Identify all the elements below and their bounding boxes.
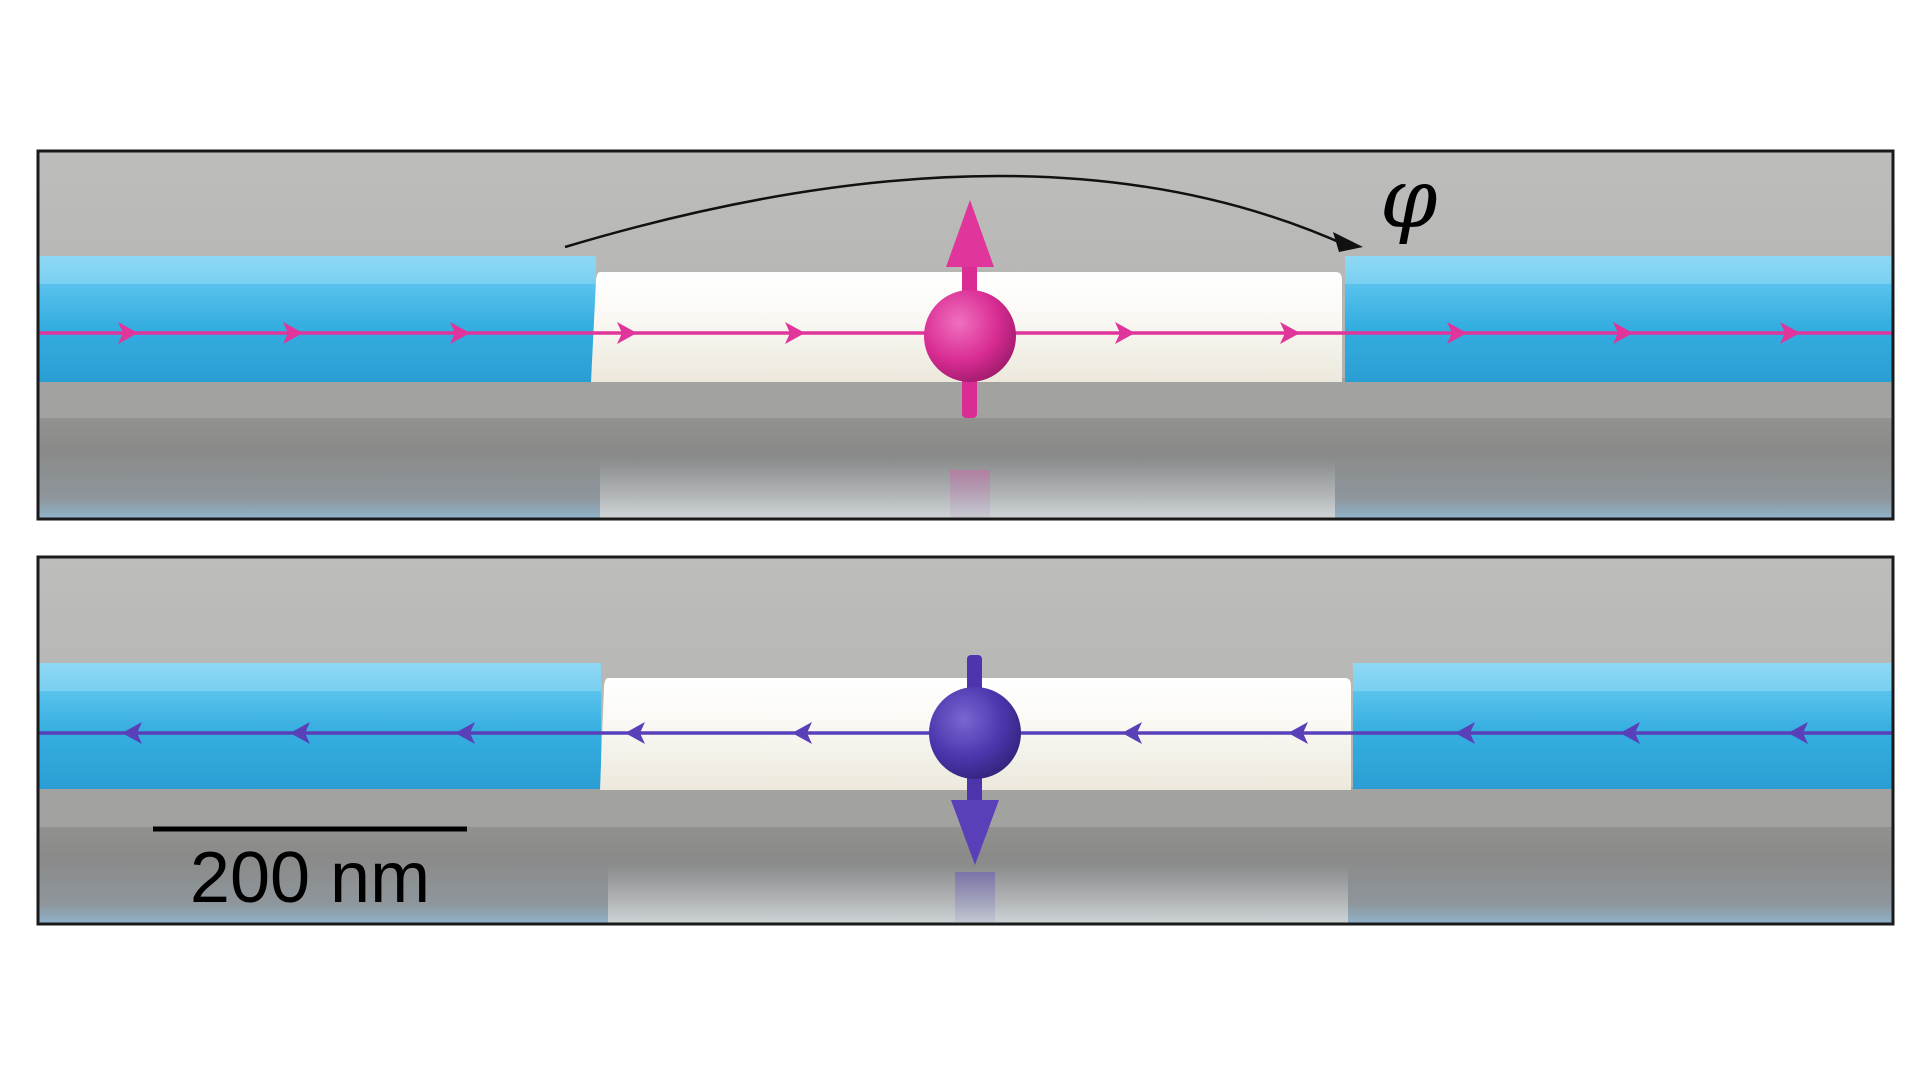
path-arrow-right: [1280, 322, 1300, 344]
spin-up-electron: [924, 290, 1016, 382]
spin-down-direction-arrows: [122, 722, 1808, 744]
path-arrow-left: [1122, 722, 1142, 744]
path-arrow-left: [625, 722, 645, 744]
path-arrow-right: [450, 322, 470, 344]
path-arrow-left: [455, 722, 475, 744]
spin-arrow-head-down: [951, 800, 999, 865]
path-arrow-right: [1780, 322, 1800, 344]
right-lead-highlight: [1345, 258, 1893, 284]
spin-reflection: [955, 872, 995, 922]
spin-down-panel: 200 nm: [38, 557, 1893, 924]
spin-up-panel: φ: [38, 151, 1893, 519]
spin-up-direction-arrows: [118, 322, 1800, 344]
path-arrow-right: [617, 322, 637, 344]
spin-down-electron: [929, 687, 1021, 779]
phase-label: φ: [1380, 152, 1438, 247]
path-arrow-right: [283, 322, 303, 344]
path-arrow-left: [1288, 722, 1308, 744]
left-lead-highlight: [38, 258, 596, 284]
path-arrow-right: [1447, 322, 1467, 344]
path-arrow-right: [1613, 322, 1633, 344]
path-arrow-left: [792, 722, 812, 744]
top-panel-frame: [36, 149, 1895, 521]
scale-bar-label: 200 nm: [190, 838, 430, 918]
right-lead-highlight: [1353, 665, 1893, 691]
path-arrow-left: [1788, 722, 1808, 744]
path-arrow-left: [1620, 722, 1640, 744]
phase-arc-arrowhead: [1333, 232, 1363, 252]
spin-reflection: [950, 470, 990, 518]
path-arrow-left: [1455, 722, 1475, 744]
spin-arrow-head-up: [946, 200, 994, 267]
path-arrow-right: [118, 322, 138, 344]
bottom-panel-frame: [36, 555, 1895, 926]
path-arrow-right: [785, 322, 805, 344]
phase-arc: [564, 174, 1351, 249]
path-arrow-left: [122, 722, 142, 744]
path-arrow-left: [290, 722, 310, 744]
path-arrow-right: [1115, 322, 1135, 344]
left-lead-highlight: [38, 665, 601, 691]
